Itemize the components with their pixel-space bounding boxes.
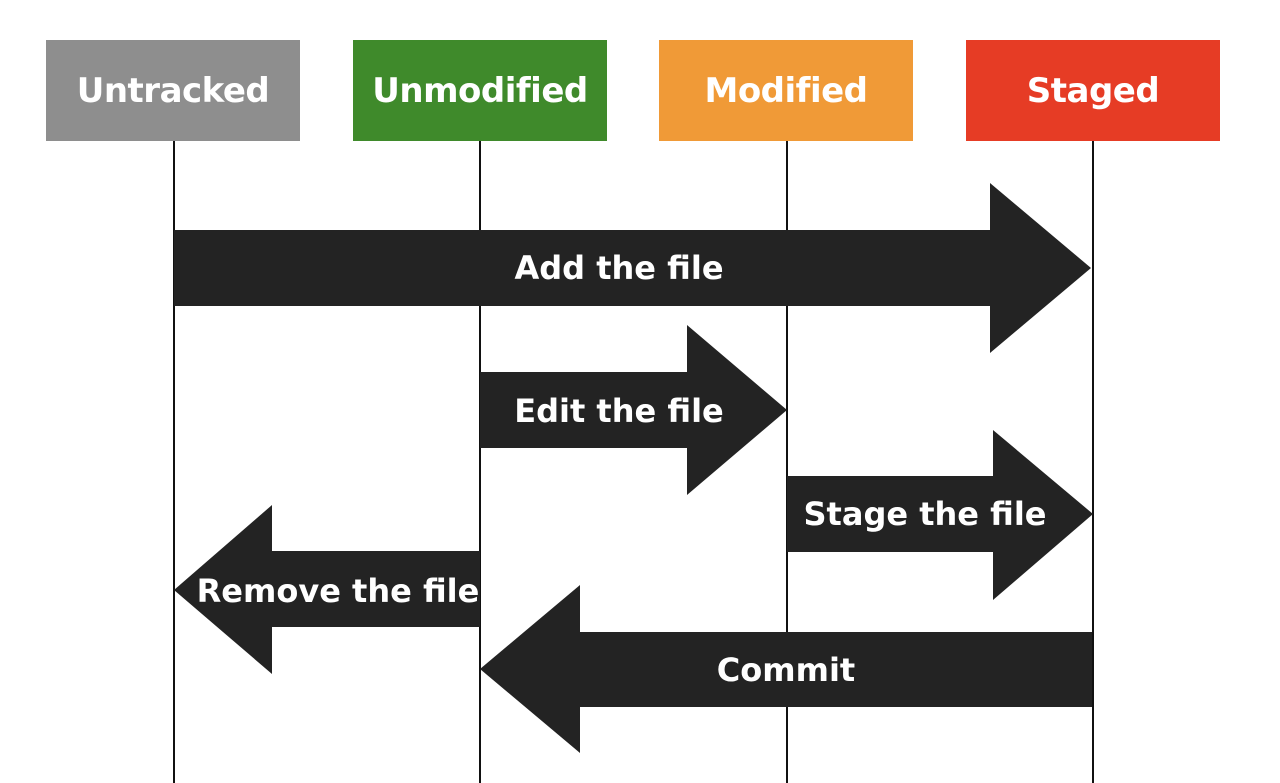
lifeline-modified (786, 141, 788, 783)
arrow-add-the-file: Add the file (174, 183, 1091, 353)
arrow-remove-label: Remove the file (197, 572, 480, 610)
arrow-edit-label: Edit the file (514, 392, 723, 430)
arrow-commit-label: Commit (717, 651, 855, 689)
state-untracked: Untracked (46, 40, 300, 141)
arrow-remove-the-file: Remove the file (174, 505, 480, 674)
arrow-commit: Commit (480, 585, 1092, 753)
arrow-stage-shape (787, 430, 1093, 600)
state-staged-label: Staged (1026, 70, 1160, 111)
lifeline-unmodified (479, 141, 481, 783)
arrow-commit-shape (480, 585, 1092, 753)
arrow-add-label: Add the file (514, 249, 723, 287)
state-modified: Modified (659, 40, 913, 141)
lifeline-untracked (173, 141, 175, 783)
arrow-stage-label: Stage the file (804, 495, 1047, 533)
arrow-stage-the-file: Stage the file (787, 430, 1093, 600)
arrow-remove-shape (174, 505, 480, 674)
state-unmodified: Unmodified (353, 40, 607, 141)
state-untracked-label: Untracked (76, 70, 270, 111)
state-modified-label: Modified (704, 70, 868, 111)
state-staged: Staged (966, 40, 1220, 141)
lifeline-staged (1092, 141, 1094, 783)
arrow-edit-the-file: Edit the file (480, 325, 787, 495)
arrow-add-shape (174, 183, 1091, 353)
state-unmodified-label: Unmodified (372, 70, 588, 111)
arrow-edit-shape (480, 325, 787, 495)
